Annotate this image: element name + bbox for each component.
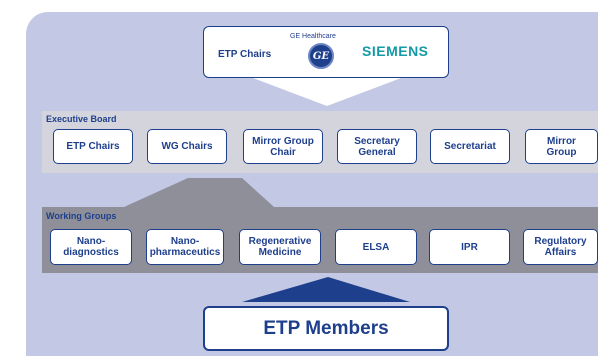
ge-logo-mark: GE [312, 50, 330, 62]
wg-regenerative-medicine-box: Regenerative Medicine [239, 229, 321, 265]
wg-nanopharmaceutics-box: Nano- pharmaceutics [146, 229, 224, 265]
top-funnel-shape [253, 78, 401, 106]
wg-regulatory-affairs-box: Regulatory Affairs [523, 229, 598, 265]
etp-chairs-header-box: ETP Chairs GE Healthcare GE SIEMENS [203, 26, 449, 78]
wg-nanodiagnostics-box: Nano- diagnostics [50, 229, 132, 265]
eb-mirror-group-chair-box: Mirror Group Chair [243, 129, 323, 164]
eb-secretariat-box: Secretariat [430, 129, 510, 164]
executive-board-label: Executive Board [46, 114, 117, 124]
wg-ipr-box: IPR [429, 229, 510, 265]
eb-etp-chairs-box: ETP Chairs [53, 129, 133, 164]
etp-chairs-header-label: ETP Chairs [218, 49, 272, 60]
wg-elsa-box: ELSA [335, 229, 417, 265]
siemens-logo: SIEMENS [362, 43, 429, 59]
eb-secretary-general-box: Secretary General [337, 129, 417, 164]
etp-members-label: ETP Members [263, 317, 389, 339]
ge-logo-icon: GE [308, 43, 334, 69]
etp-members-box: ETP Members [203, 306, 449, 351]
eb-mirror-group-box: Mirror Group [525, 129, 598, 164]
working-groups-label: Working Groups [46, 211, 117, 221]
eb-wg-chairs-box: WG Chairs [147, 129, 227, 164]
ge-healthcare-caption: GE Healthcare [290, 33, 336, 40]
